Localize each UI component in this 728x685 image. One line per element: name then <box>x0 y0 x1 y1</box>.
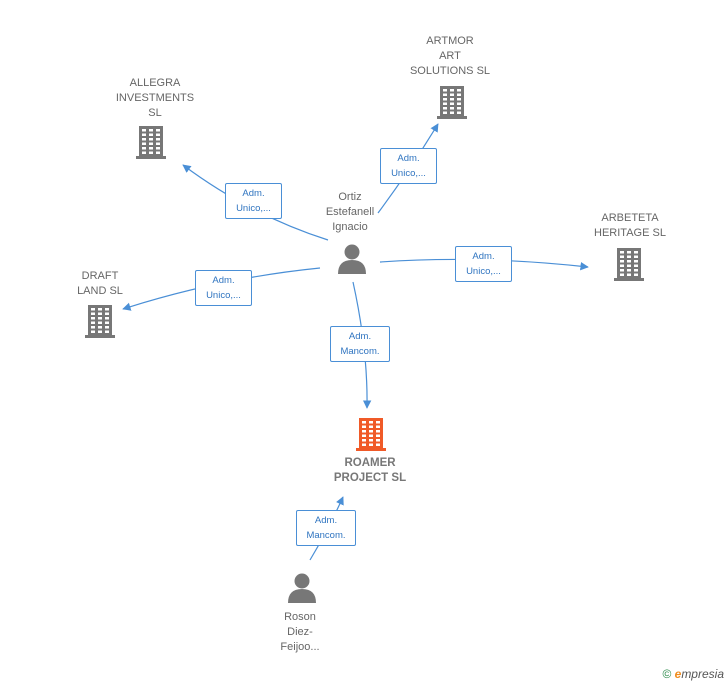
node-label-ortiz[interactable]: Ortiz Estefanell Ignacio <box>325 191 375 233</box>
person-icon-roson[interactable] <box>288 573 316 604</box>
building-icon-artmor[interactable] <box>437 86 467 119</box>
edge-label-ortiz-allegra[interactable]: Adm. Unico,... <box>225 183 282 219</box>
footer-brand: © empresia <box>662 667 724 681</box>
edge-label-ortiz-roamer[interactable]: Adm. Mancom. <box>330 326 390 362</box>
node-label-arbeteta[interactable]: ARBETETA HERITAGE SL <box>594 212 666 239</box>
node-label-roamer[interactable]: ROAMER PROJECT SL <box>333 457 407 484</box>
building-icon-allegra[interactable] <box>136 126 166 159</box>
edge-label-ortiz-draft[interactable]: Adm. Unico,... <box>195 270 252 306</box>
node-label-roson[interactable]: Roson Diez- Feijoo... <box>280 611 320 653</box>
building-icon-roamer[interactable] <box>356 418 386 451</box>
node-label-allegra[interactable]: ALLEGRA INVESTMENTS SL <box>115 77 195 119</box>
copyright-symbol: © <box>662 667 672 681</box>
person-icon-ortiz[interactable] <box>338 244 366 275</box>
brand-initial: e <box>674 667 682 681</box>
edge-label-roson-roamer[interactable]: Adm. Mancom. <box>296 510 356 546</box>
edge-label-ortiz-artmor[interactable]: Adm. Unico,... <box>380 148 437 184</box>
building-icon-draft[interactable] <box>85 305 115 338</box>
building-icon-arbeteta[interactable] <box>614 248 644 281</box>
brand-name: mpresia <box>681 667 724 681</box>
node-label-artmor[interactable]: ARTMOR ART SOLUTIONS SL <box>409 35 491 77</box>
node-label-draft[interactable]: DRAFT LAND SL <box>77 270 123 297</box>
edge-label-ortiz-arbeteta[interactable]: Adm. Unico,... <box>455 246 512 282</box>
